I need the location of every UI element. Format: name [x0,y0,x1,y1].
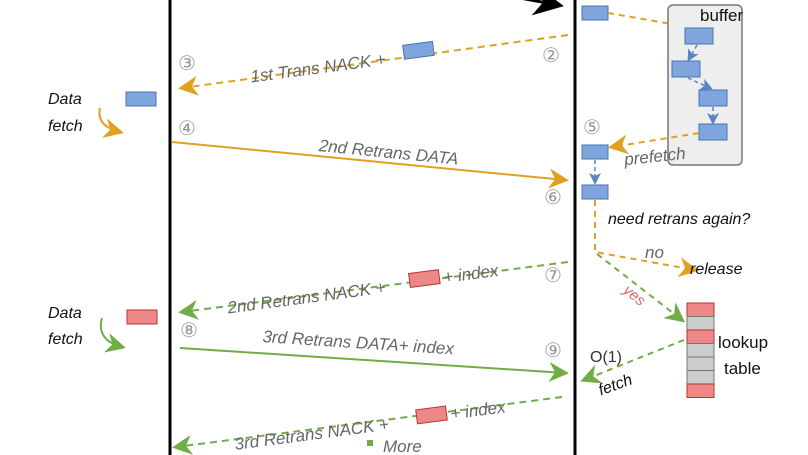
data-fetch-2-line2: fetch [48,331,83,348]
nack2-index-label: + index [442,261,500,287]
index-packet-icon [415,405,448,425]
nack1-label: 1st Trans NACK + [249,50,387,87]
nack1-arrow [178,34,569,96]
table-label: table [724,359,761,378]
o1-label: O(1) [590,349,622,366]
data2-arrow [171,141,569,189]
step-9: ⑨ [544,338,562,362]
need-retrans-label: need retrans again? [608,211,750,228]
lookup-label: lookup [718,333,768,352]
step-8: ⑧ [180,318,198,342]
index-packet-icon [126,309,158,325]
prefetch-arrow [608,132,700,155]
buffer-slot [671,60,701,78]
received-packet [581,5,609,21]
buffer-slot [698,123,728,141]
fetch-label: fetch [596,371,635,399]
step-5: ⑤ [583,115,601,139]
merged-packet [581,184,609,200]
buffer-slot [684,27,714,45]
data-fetch-2-line1: Data [48,305,82,322]
lookup-table [686,302,715,398]
top-arrow [522,0,564,16]
fetch-arrow [100,317,126,353]
more-marker [367,440,373,446]
yes-label: yes [619,281,649,310]
nack3-arrow [172,396,563,455]
data-fetch-1-line1: Data [48,91,82,108]
fetch-arrow [98,107,124,138]
buffer-link-arrow [687,44,699,62]
buffer-label: buffer [700,6,744,25]
data3-arrow [179,347,569,382]
data-packet-icon [402,40,435,60]
store-arrow [607,12,699,36]
data-packet-icon [125,91,157,107]
step-6: ⑥ [544,185,562,209]
release-label: release [690,261,743,278]
data-fetch-1-line2: fetch [48,118,83,135]
yes-arrow [596,253,686,323]
nack2-label: 2nd Retrans NACK + [225,278,386,318]
prefetched-packet [581,144,609,160]
nack3-label: 3rd Retrans NACK + [233,415,390,454]
o1-fetch-arrow [580,339,685,384]
index-packet-icon [408,269,441,289]
data3-label: 3rd Retrans DATA+ index [262,327,455,358]
step-2: ② [542,43,560,67]
step-4: ④ [178,116,196,140]
nack2-arrow [178,261,569,320]
buffer-slot [698,89,728,107]
more-label: More [383,437,422,455]
no-label: no [645,243,664,262]
step-7: ⑦ [544,263,562,287]
step-3: ③ [178,51,196,75]
nack3-index-label: + index [449,397,507,423]
